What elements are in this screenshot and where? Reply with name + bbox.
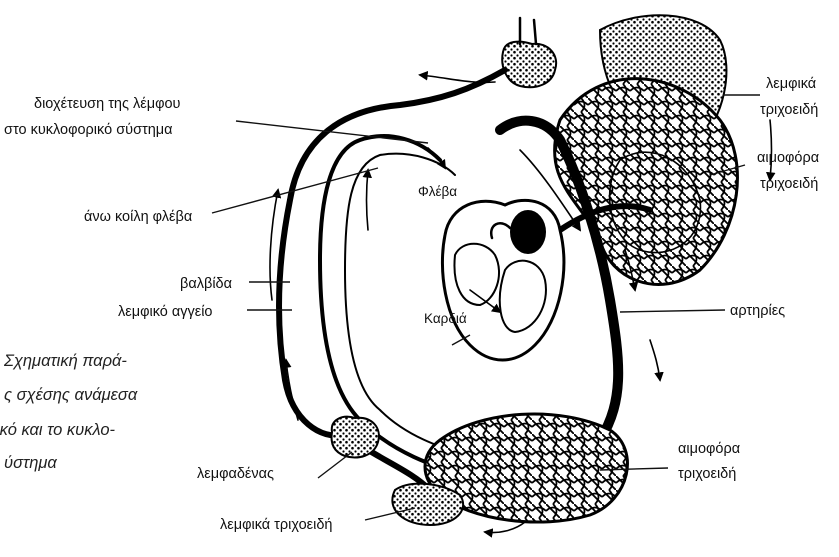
caption-line4: ύστημα [4,454,57,472]
label-valve: βαλβίδα [180,276,232,292]
label-superior-vena-cava: άνω κοίλη φλέβα [84,209,192,225]
label-blood-capillaries-bottom-line2: τριχοειδή [678,466,736,482]
figure-caption: Σχηματική παρά- ς σχέσης ανάμεσα ικό και… [0,352,138,472]
label-blood-capillaries-bottom-line1: αιμοφόρα [678,441,740,457]
label-vein: Φλέβα [418,184,457,199]
lymph-node-top [502,18,556,87]
label-heart: Καρδιά [424,311,467,326]
label-arteries: αρτηρίες [730,303,785,319]
caption-line1: Σχηματική παρά- [3,352,127,370]
label-lymph-node: λεμφαδένας [197,466,274,482]
label-drainage-line2: στο κυκλοφορικό σύστημα [4,122,173,138]
heart [442,200,563,360]
label-drainage-line1: διοχέτευση της λέμφου [34,96,181,112]
label-lymph-capillaries-top-line2: τριχοειδή [760,102,818,118]
label-blood-capillaries-top-line1: αιμοφόρα [757,150,819,166]
capillary-bed-top [555,15,738,284]
capillary-bed-bottom [392,414,627,525]
label-lymph-vessel: λεμφικό αγγείο [118,304,213,320]
caption-line3: ικό και το κυκλο- [0,421,116,439]
label-blood-capillaries-top-line2: τριχοειδή [760,176,818,192]
caption-line2: ς σχέσης ανάμεσα [4,386,138,404]
lymph-node-bottom [332,417,379,458]
label-lymph-capillaries-bottom: λεμφικά τριχοειδή [220,517,332,533]
label-lymph-capillaries-top-line1: λεμφικά [766,76,816,92]
